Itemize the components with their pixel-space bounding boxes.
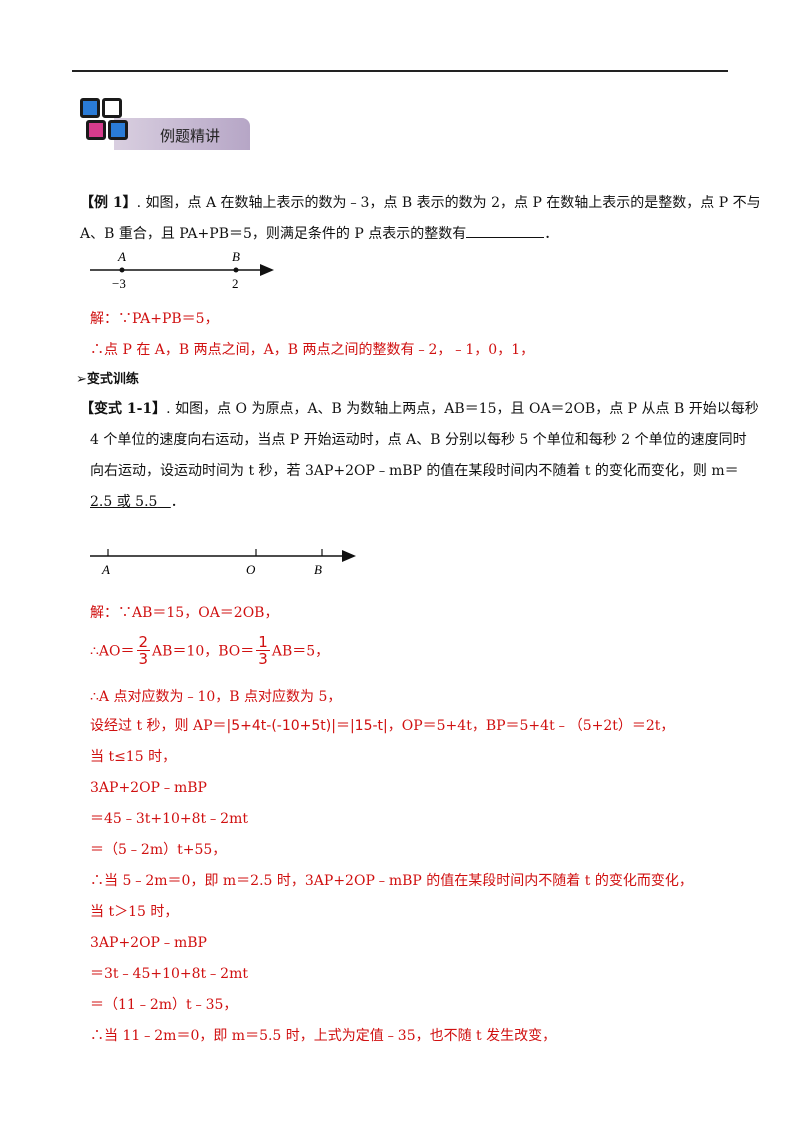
variant-solution-5: 当 t≤15 时， xyxy=(90,749,177,765)
top-rule xyxy=(72,70,728,72)
blue-square-icon-2 xyxy=(108,120,128,140)
frac2-num: 1 xyxy=(256,633,270,651)
section-title: 例题精讲 xyxy=(160,127,221,145)
example1-text2: A、B 重合，且 PA+PB＝5，则满足条件的 P 点表示的整数有 xyxy=(80,226,467,242)
pink-square-icon xyxy=(86,120,106,140)
variant-heading-text: 变式训练 xyxy=(86,372,139,387)
number-line-2: A O B xyxy=(90,549,356,577)
point-a xyxy=(119,267,125,273)
arrow-bullet-icon: ➢ xyxy=(76,372,87,387)
example1-solution-1: 解：∵PA+PB＝5， xyxy=(90,311,219,327)
variant-line4: 2.5 或 5.5 ． xyxy=(90,491,185,511)
s2-post: AB＝5， xyxy=(271,643,330,660)
label-a: A xyxy=(117,249,126,264)
abs-expression-1: |5+4t-(-10+5t)| xyxy=(226,718,336,734)
variant-answer: 2.5 或 5.5 xyxy=(90,494,158,510)
label-b-2: B xyxy=(314,562,322,577)
s2-pre: ∴AO＝ xyxy=(90,643,135,660)
example1-line1: 【例 1】. 如图，点 A 在数轴上表示的数为﹣3，点 B 表示的数为 2，点 … xyxy=(80,192,761,212)
variant-solution-7: ＝45﹣3t+10+8t﹣2mt xyxy=(90,811,248,827)
example1-period: ． xyxy=(544,226,559,242)
variant-solution-11: 3AP+2OP﹣mBP xyxy=(90,935,207,951)
label-o: O xyxy=(246,562,256,577)
axis-arrow-icon xyxy=(260,264,274,276)
s4-post: ，OP＝5+4t，BP＝5+4t﹣（5+2t）＝2t， xyxy=(387,718,675,734)
variant-solution-3: ∴A 点对应数为﹣10，B 点对应数为 5， xyxy=(90,689,342,705)
frac2-den: 3 xyxy=(258,650,268,668)
point-b xyxy=(233,267,239,273)
variant-solution-10: 当 t＞15 时， xyxy=(90,904,179,920)
example1-solution-2: ∴点 P 在 A，B 两点之间，A，B 两点之间的整数有﹣2，﹣1，0，1， xyxy=(90,342,535,358)
variant-line2: 4 个单位的速度向右运动，当点 P 开始运动时，点 A、B 分别以每秒 5 个单… xyxy=(90,432,747,448)
variant-solution-9: ∴当 5﹣2m＝0，即 m＝2.5 时，3AP+2OP﹣mBP 的值在某段时间内… xyxy=(90,873,693,889)
variant-solution-8: ＝（5﹣2m）t+55， xyxy=(90,842,227,858)
label-a-2: A xyxy=(101,562,110,577)
variant-solution-12: ＝3t﹣45+10+8t﹣2mt xyxy=(90,966,248,982)
banner-bar xyxy=(114,118,250,150)
variant-solution-4: 设经过 t 秒，则 AP＝|5+4t-(-10+5t)|＝|15-t|，OP＝5… xyxy=(90,715,674,735)
variant-solution-13: ＝（11﹣2m）t﹣35， xyxy=(90,997,238,1013)
variant-answer-period: ． xyxy=(170,494,185,510)
example1-text1: . 如图，点 A 在数轴上表示的数为﹣3，点 B 表示的数为 2，点 P 在数轴… xyxy=(136,195,761,211)
number-line-1: A B −3 2 xyxy=(90,249,274,291)
variant-line3: 向右运动，设运动时间为 t 秒，若 3AP+2OP﹣mBP 的值在某段时间内不随… xyxy=(90,463,739,479)
example1-line2: A、B 重合，且 PA+PB＝5，则满足条件的 P 点表示的整数有 ． xyxy=(80,223,558,243)
abs-expression-2: |15-t| xyxy=(349,718,388,734)
value-b: 2 xyxy=(232,276,239,291)
s4-pre: 设经过 t 秒，则 AP＝ xyxy=(90,718,227,734)
blue-square-icon xyxy=(80,98,100,118)
value-a: −3 xyxy=(112,276,126,291)
variant-solution-14: ∴当 11﹣2m＝0，即 m＝5.5 时，上式为定值﹣35，也不随 t 发生改变… xyxy=(90,1028,557,1044)
variant-heading: ➢变式训练 xyxy=(76,368,139,387)
section-banner: 例题精讲 xyxy=(80,96,250,158)
example1-tag: 【例 1】 xyxy=(80,195,137,211)
frac1-den: 3 xyxy=(138,650,149,668)
answer-blank xyxy=(466,225,545,238)
white-square-icon xyxy=(102,98,122,118)
frac1-num: 2 xyxy=(136,633,151,651)
variant-solution-1: 解：∵AB＝15，OA＝2OB， xyxy=(90,605,279,621)
label-b: B xyxy=(232,249,240,264)
s2-mid: AB＝10，BO＝ xyxy=(152,643,255,660)
variant-line1: 【变式 1-1】. 如图，点 O 为原点，A、B 为数轴上两点，AB＝15，且 … xyxy=(80,398,759,418)
variant-solution-6: 3AP+2OP﹣mBP xyxy=(90,780,207,796)
variant-text1: . 如图，点 O 为原点，A、B 为数轴上两点，AB＝15，且 OA＝2OB，点… xyxy=(166,401,759,417)
s4-eq: ＝ xyxy=(335,718,350,734)
variant-tag: 【变式 1-1】 xyxy=(80,401,167,417)
axis-arrow-icon-2 xyxy=(342,550,356,562)
